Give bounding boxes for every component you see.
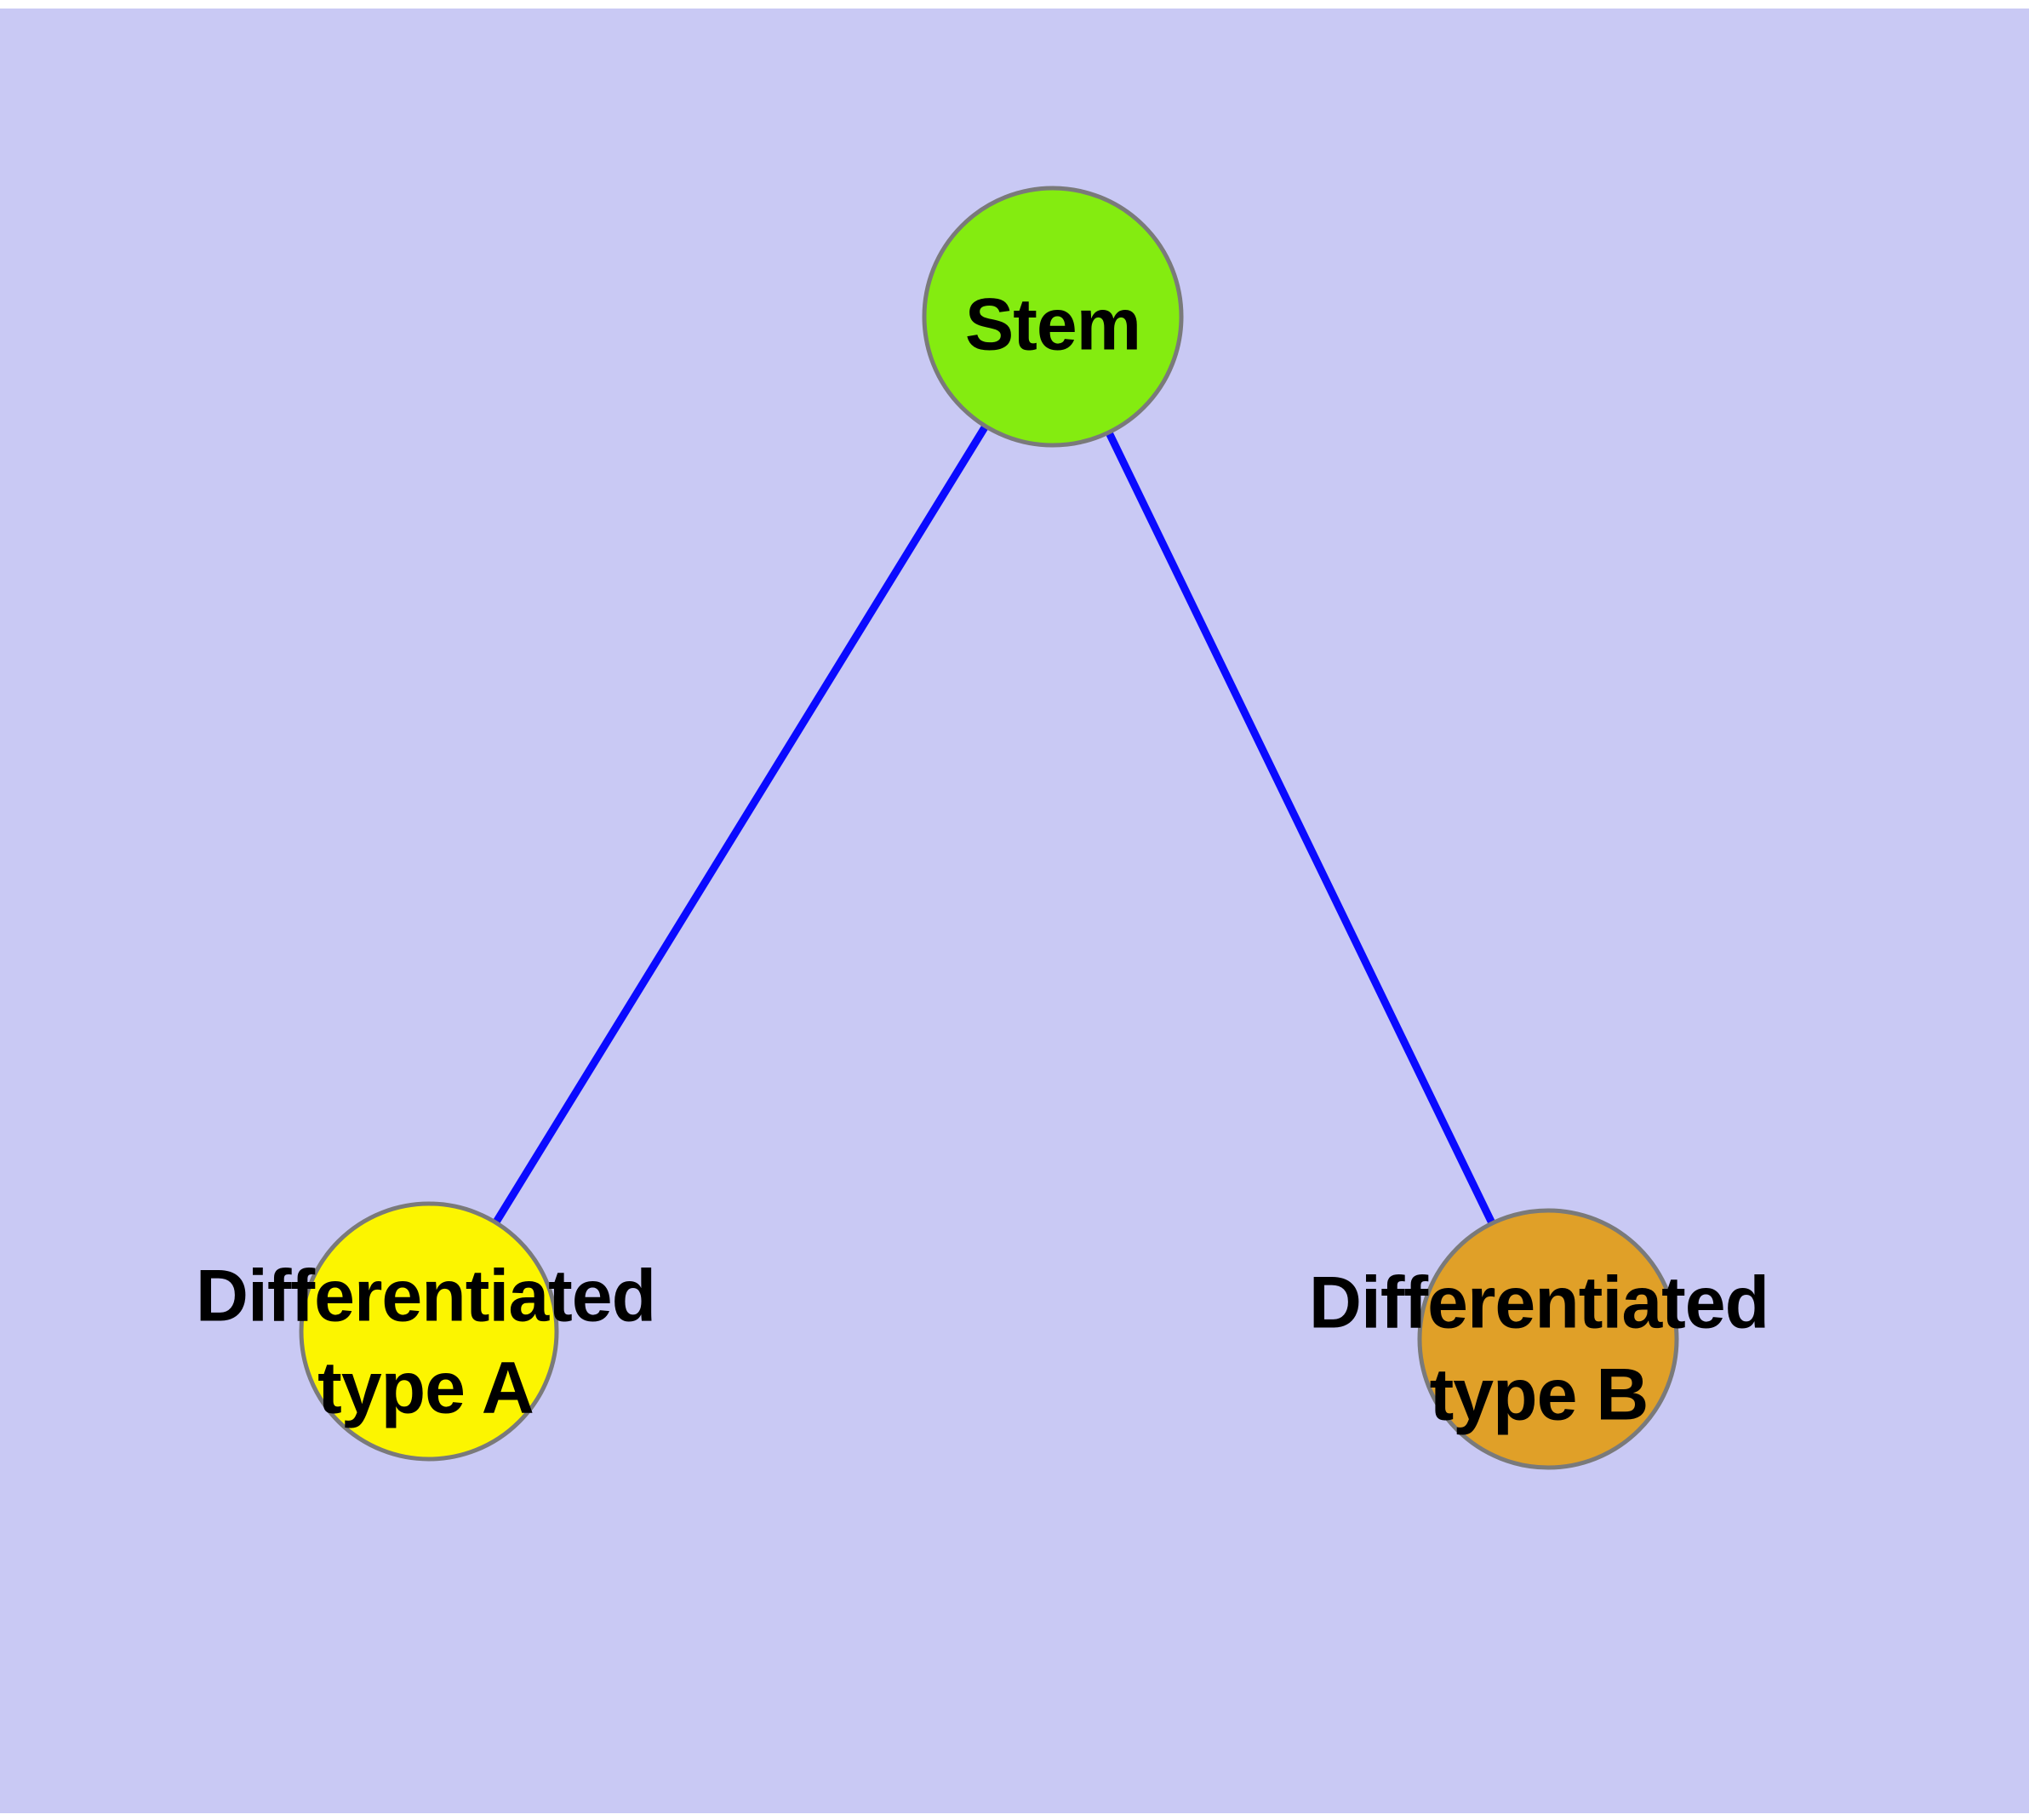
graph-canvas: Stem Differentiated type A Differentiate… (0, 9, 2029, 1813)
node-stem (922, 186, 1184, 448)
node-differentiated-type-a (299, 1201, 559, 1462)
edge-stem-to-type-a (426, 314, 1056, 1334)
edge-stem-to-type-b (1049, 315, 1552, 1341)
node-differentiated-type-b (1417, 1208, 1679, 1470)
